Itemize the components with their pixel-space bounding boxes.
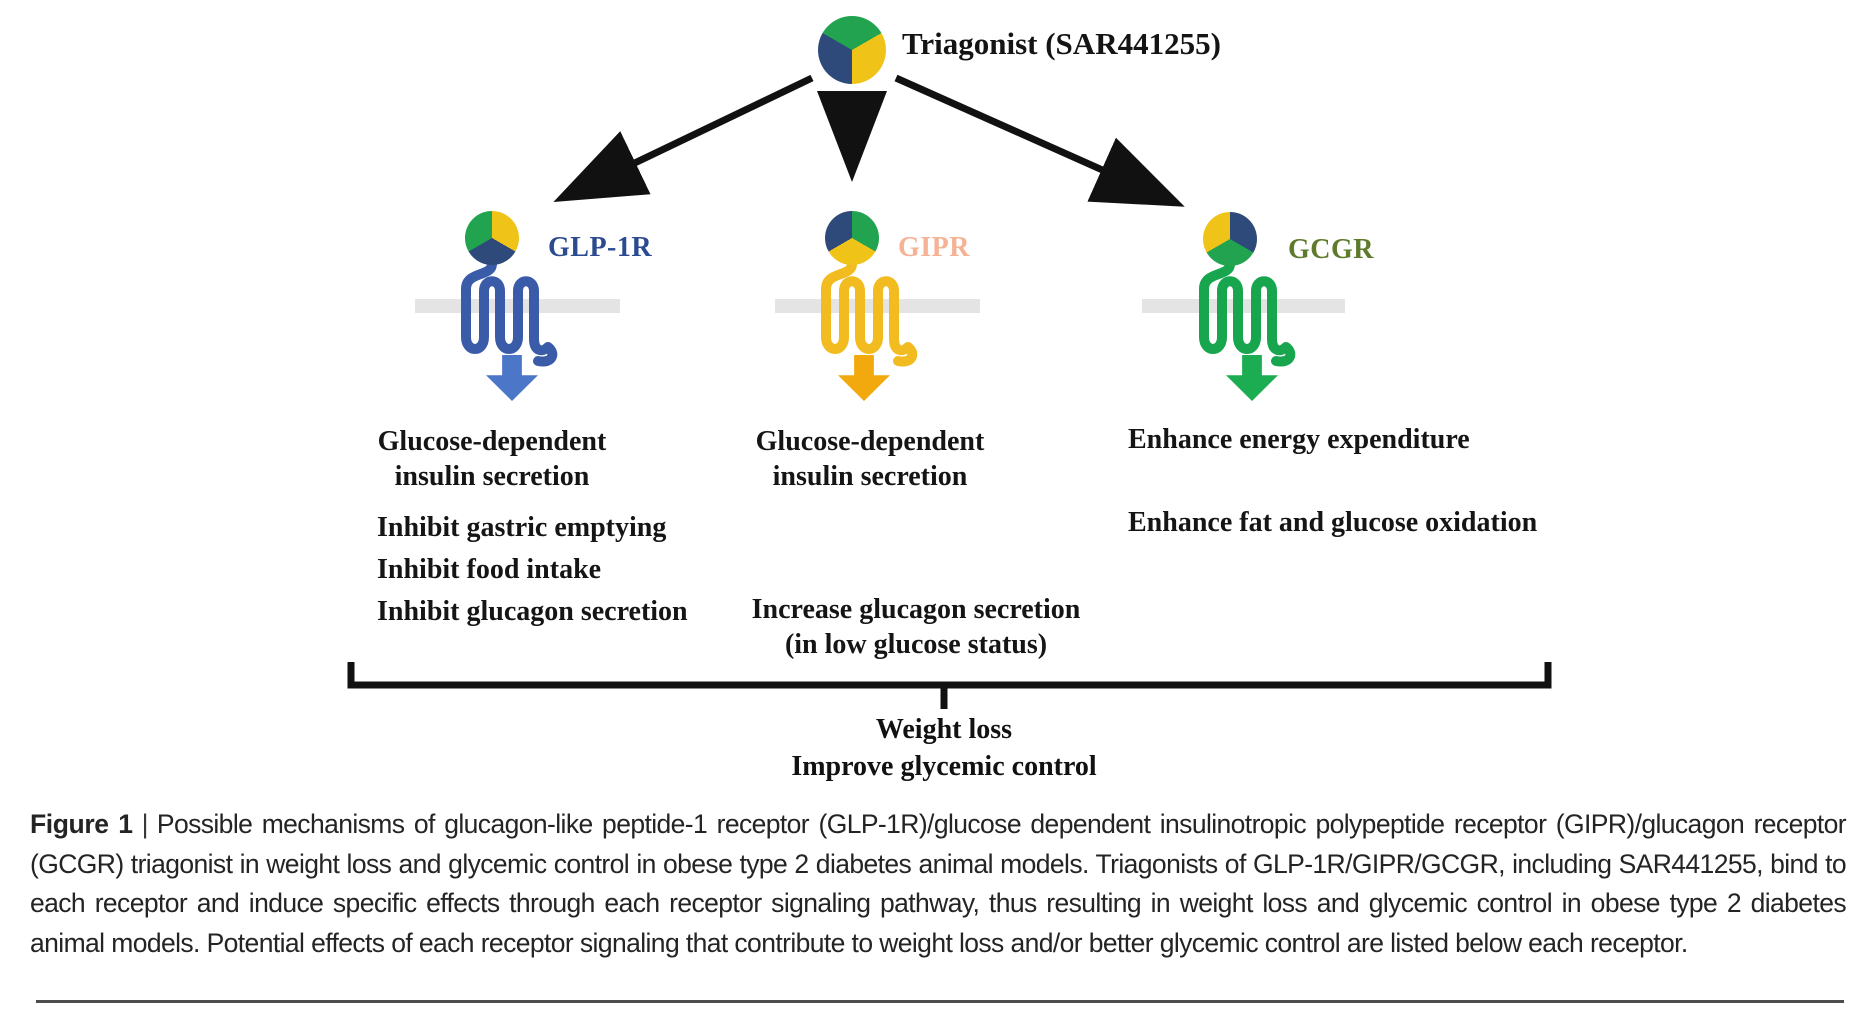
outcome-block: Weight loss Improve glycemic control (744, 711, 1144, 785)
caption-separator: | (141, 809, 149, 839)
figure-caption-body: Possible mechanisms of glucagon-like pep… (30, 809, 1847, 958)
glp1r-effect-glucagon: Inhibit glucagon secretion (377, 596, 688, 627)
gipr-effect-glucagon-secretion: Increase glucagon secretion (in low gluc… (738, 592, 1094, 662)
gcgr-pie-icon (1203, 212, 1257, 266)
glp1r-effect-food-intake: Inhibit food intake (377, 554, 602, 585)
triagonist-pie-icon (818, 16, 886, 84)
outcome-glycemic-control: Improve glycemic control (791, 751, 1097, 782)
effect-line: Glucose-dependent (755, 426, 985, 457)
glp1r-effect-gastric: Inhibit gastric emptying (377, 512, 667, 543)
gipr-effect-glucose-insulin: Glucose-dependent insulin secretion (715, 424, 1025, 494)
figure-caption: Figure 1 |Possible mechanisms of glucagon… (30, 805, 1847, 963)
glp1r-label: GLP-1R (548, 232, 653, 263)
effect-line: (in low glucose status) (784, 629, 1048, 660)
glp1r-receptor-icon (461, 260, 558, 367)
effect-line: insulin secretion (394, 461, 590, 492)
effect-line: insulin secretion (772, 461, 968, 492)
gcgr-membrane (1142, 299, 1345, 313)
arrow-to-gcgr-icon (894, 74, 1185, 207)
gipr-pie-icon (825, 211, 879, 265)
gipr-label: GIPR (898, 232, 970, 263)
gcgr-label: GCGR (1288, 234, 1374, 265)
arrow-to-glp1r-icon (553, 74, 814, 203)
gipr-receptor-icon (821, 260, 918, 367)
figure-caption-label: Figure 1 (30, 809, 133, 839)
outcome-weight-loss: Weight loss (875, 714, 1013, 745)
triagonist-title: Triagonist (SAR441255) (902, 26, 1221, 61)
gcgr-effect-energy: Enhance energy expenditure (1128, 424, 1470, 455)
effect-line: Glucose-dependent (377, 426, 607, 457)
glp1r-effect-glucose-insulin: Glucose-dependent insulin secretion (337, 424, 647, 494)
effect-line: Increase glucagon secretion (751, 594, 1081, 625)
bottom-rule (36, 1000, 1844, 1003)
gcgr-effect-oxidation: Enhance fat and glucose oxidation (1128, 507, 1538, 538)
glp1r-pie-icon (465, 211, 519, 265)
gcgr-receptor-icon (1199, 260, 1296, 367)
